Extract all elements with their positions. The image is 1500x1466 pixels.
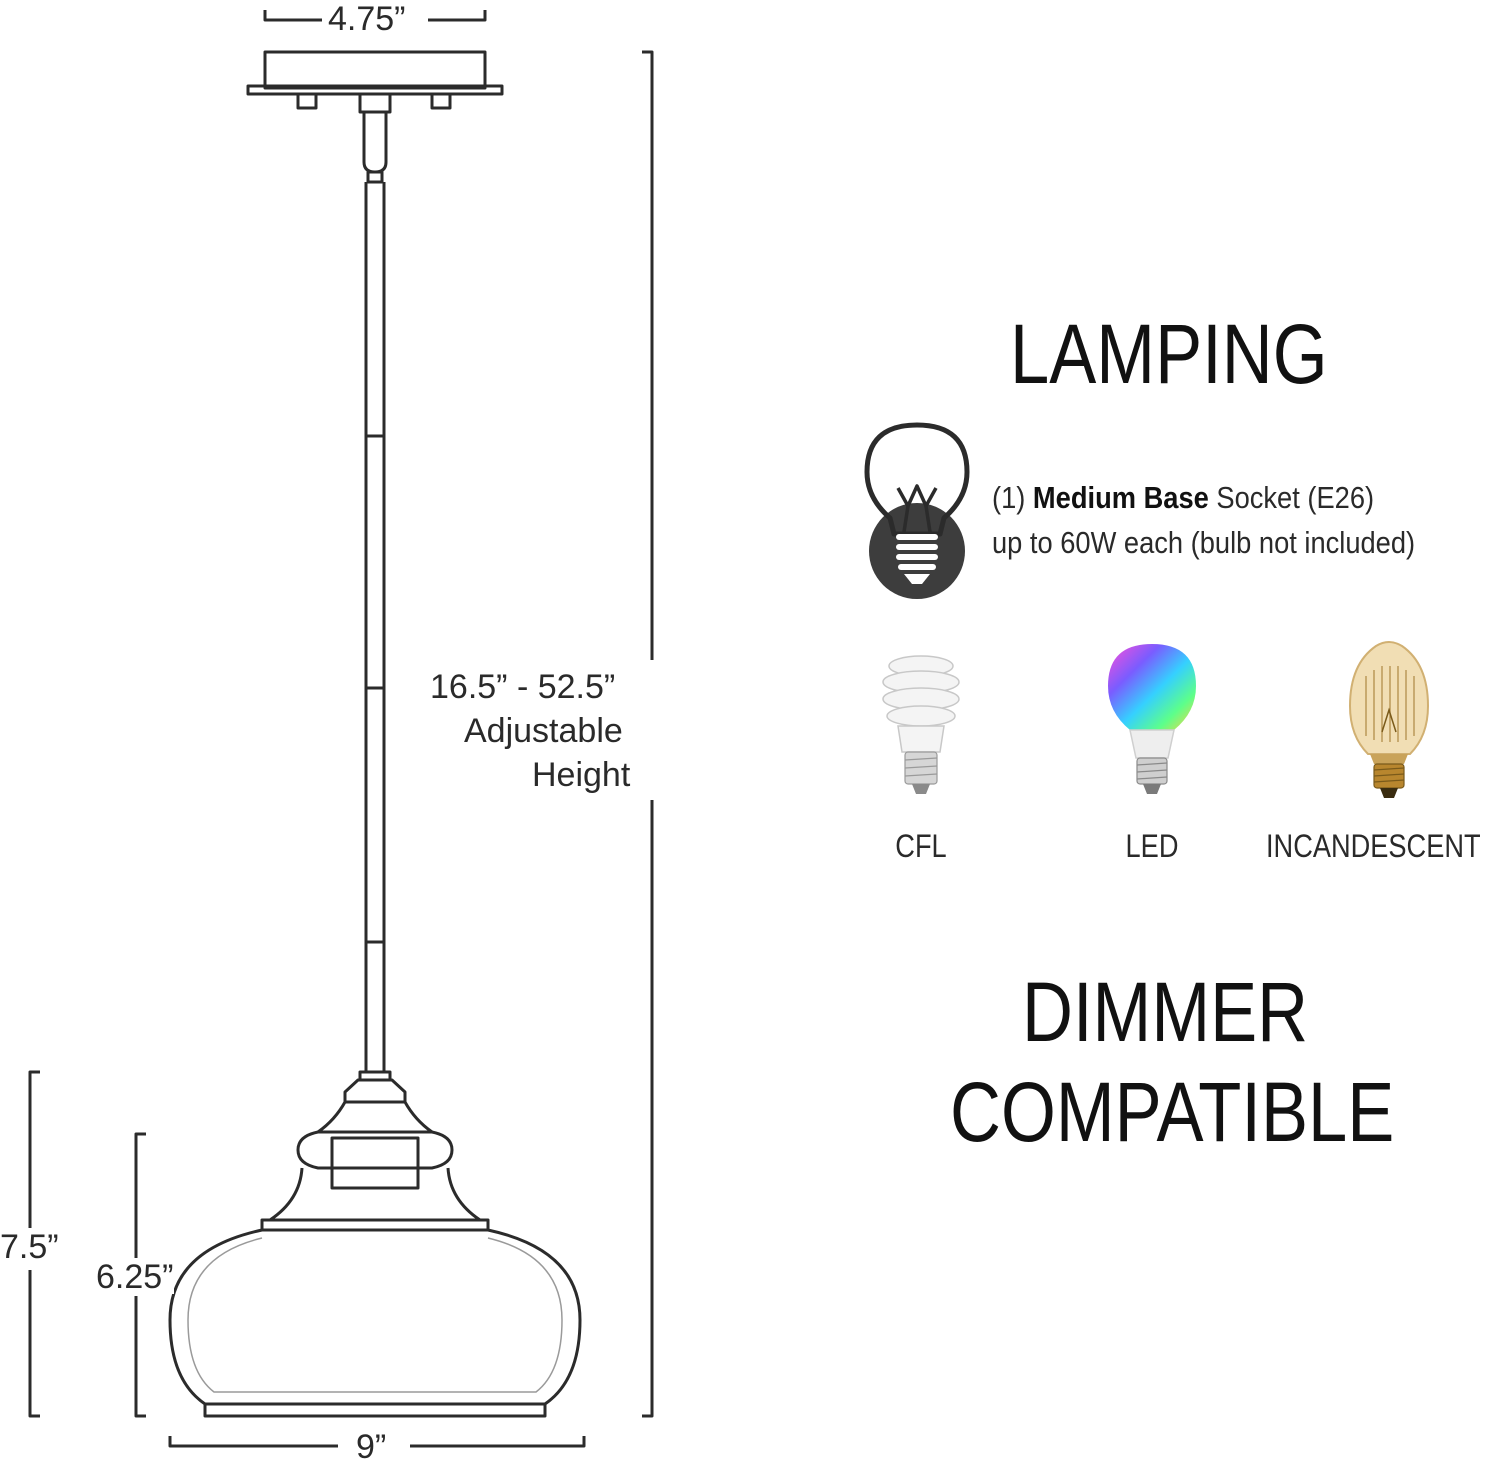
pendant-diagram: 4.75” 16.5” - 52.5” Adjustable Height 7.… — [0, 0, 680, 1466]
led-bulb-icon — [1108, 644, 1196, 794]
canopy-width-label: 4.75” — [328, 0, 406, 38]
dimmer-heading-line1: DIMMER — [1022, 965, 1309, 1059]
lightbulb-socket-icon — [864, 422, 970, 599]
socket-type: Medium Base — [1032, 480, 1209, 515]
pendant-line-drawing — [28, 10, 654, 1448]
height-range-label: 16.5” - 52.5” — [430, 668, 616, 706]
wattage-line: up to 60W each (bulb not included) — [992, 524, 1416, 560]
height-caption-height: Height — [532, 756, 631, 794]
shade-width-label: 9” — [356, 1428, 387, 1466]
led-label: LED — [1125, 828, 1179, 864]
glass-shade — [168, 1228, 582, 1406]
height-caption-adjustable: Adjustable — [464, 712, 623, 750]
lamping-section: LAMPING (1) Medium Base Socket (E26) up … — [680, 0, 1500, 1463]
incandescent-label: INCANDESCENT — [1266, 828, 1481, 864]
socket-count: (1) — [992, 480, 1026, 515]
dimmer-heading-line2: COMPATIBLE — [950, 1065, 1395, 1159]
socket-rest: Socket (E26) — [1216, 480, 1375, 515]
cfl-bulb-icon — [882, 655, 960, 794]
cfl-label: CFL — [895, 828, 947, 864]
overall-shade-height-label: 7.5” — [0, 1228, 59, 1266]
canopy-plate — [263, 50, 487, 90]
glass-height-label: 6.25” — [96, 1258, 174, 1296]
incandescent-bulb-icon — [1348, 641, 1430, 798]
lamping-heading: LAMPING — [1010, 307, 1328, 401]
socket-description: (1) Medium Base Socket (E26) up to 60W e… — [992, 476, 1415, 566]
socket-line-1: (1) Medium Base Socket (E26) — [992, 476, 1415, 521]
